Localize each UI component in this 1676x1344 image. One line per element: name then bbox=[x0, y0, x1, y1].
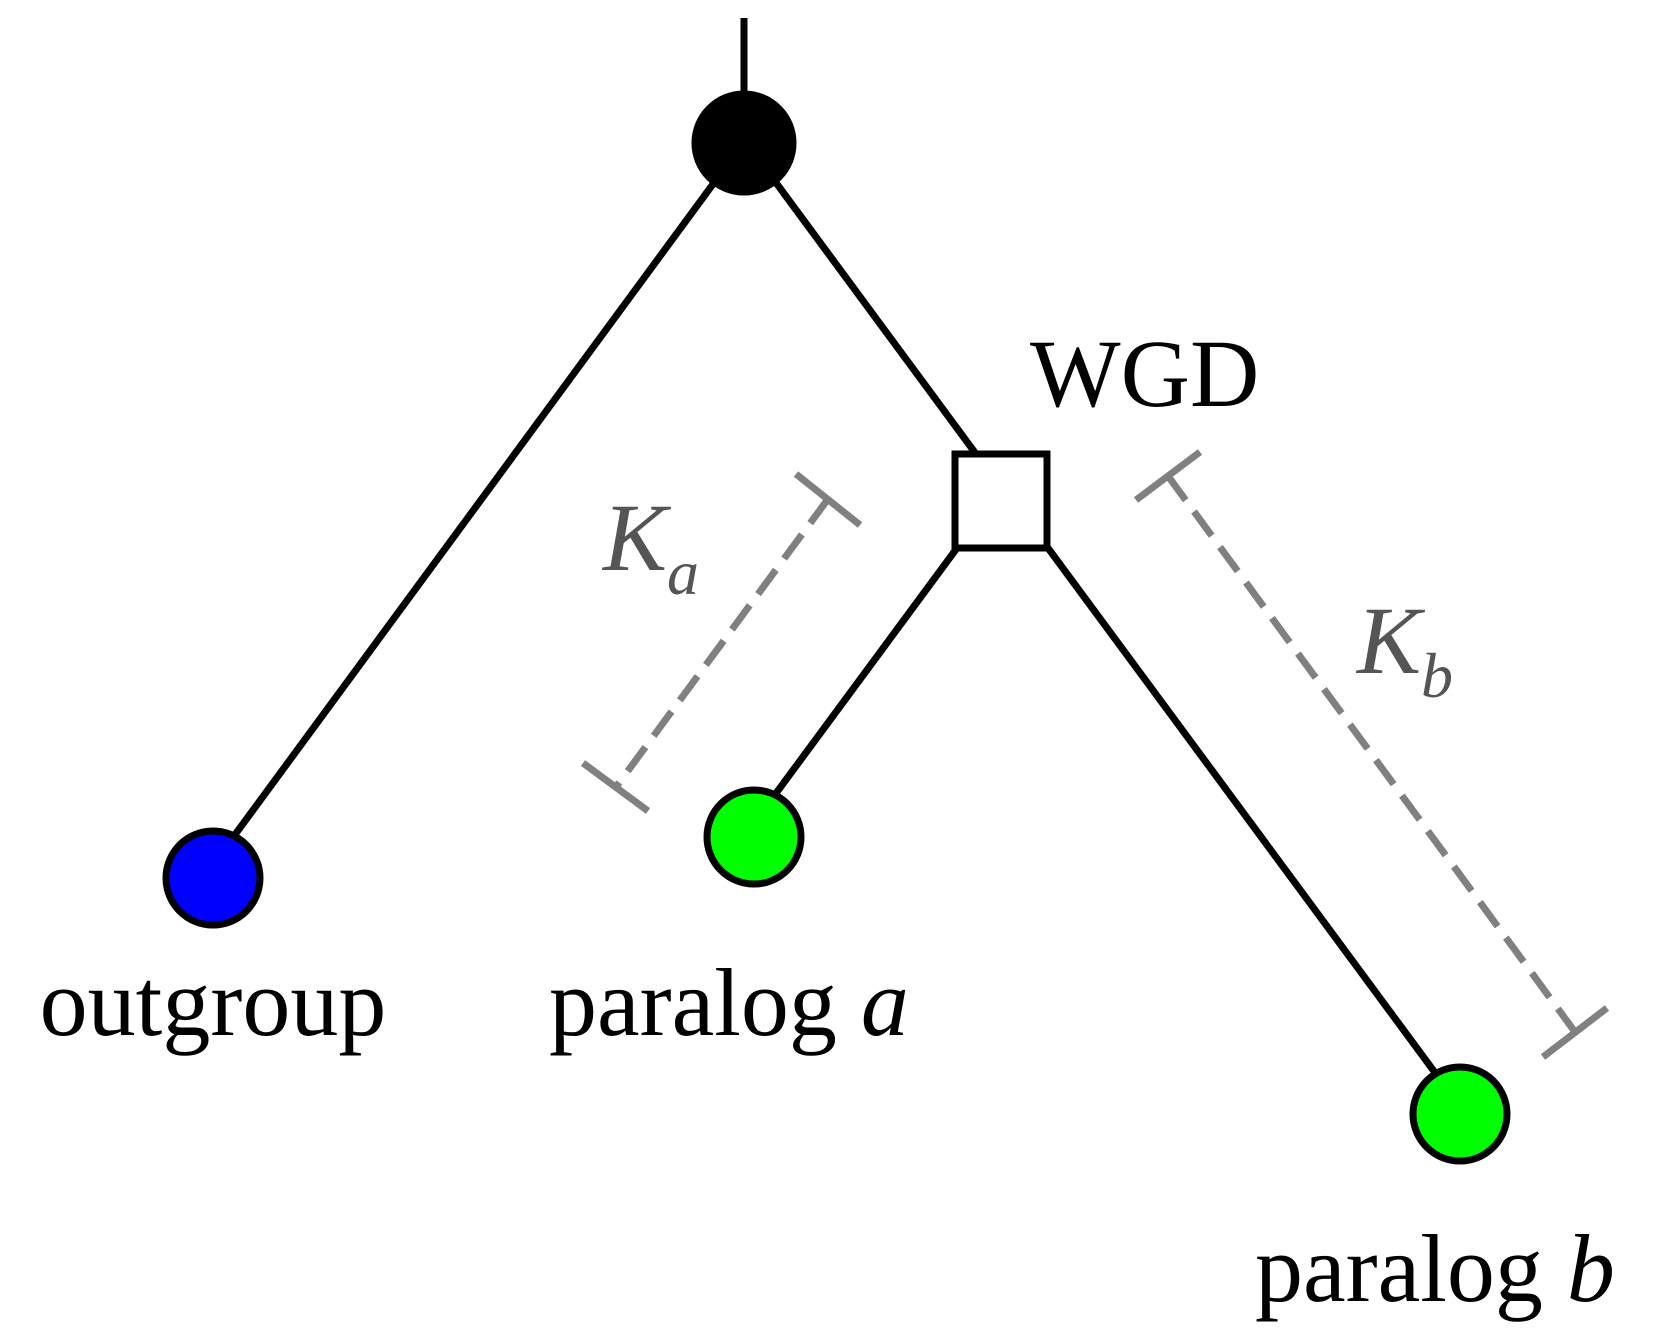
outgroup-label: outgroup bbox=[40, 949, 387, 1056]
branch-wgd-paralog-a bbox=[771, 545, 960, 799]
ka-subscript: a bbox=[667, 537, 699, 608]
kb-measure-bracket bbox=[1133, 449, 1610, 1060]
paralog-a-label: paralog a bbox=[549, 949, 909, 1056]
ka-label: Ka bbox=[601, 484, 699, 608]
root-speciation-node bbox=[691, 90, 797, 196]
branch-root-outgroup bbox=[231, 177, 719, 839]
kb-label: Kb bbox=[1355, 587, 1453, 711]
ka-cap-bottom bbox=[580, 760, 651, 814]
kb-symbol: K bbox=[1355, 587, 1426, 694]
paralog-b-label: paralog b bbox=[1255, 1215, 1615, 1322]
wgd-label: WGD bbox=[1030, 320, 1259, 427]
branch-root-wgd bbox=[771, 177, 979, 457]
paralog-b-label-text: paralog bbox=[1255, 1215, 1543, 1322]
outgroup-leaf-node bbox=[162, 827, 264, 929]
paralog-a-label-text: paralog bbox=[549, 949, 837, 1056]
paralog-a-leaf-node bbox=[703, 786, 805, 888]
kb-dashed-line bbox=[1165, 473, 1578, 1035]
paralog-a-label-var: a bbox=[861, 949, 909, 1056]
ka-dashed-line bbox=[613, 496, 831, 790]
paralog-b-label-var: b bbox=[1567, 1215, 1615, 1322]
kb-cap-bottom bbox=[1540, 1005, 1610, 1060]
branch-wgd-paralog-b bbox=[1045, 545, 1439, 1077]
wgd-duplication-node bbox=[951, 450, 1051, 552]
kb-subscript: b bbox=[1421, 640, 1453, 711]
paralog-b-leaf-node bbox=[1409, 1063, 1511, 1165]
ka-symbol: K bbox=[601, 484, 672, 591]
ka-measure-bracket bbox=[580, 471, 863, 814]
